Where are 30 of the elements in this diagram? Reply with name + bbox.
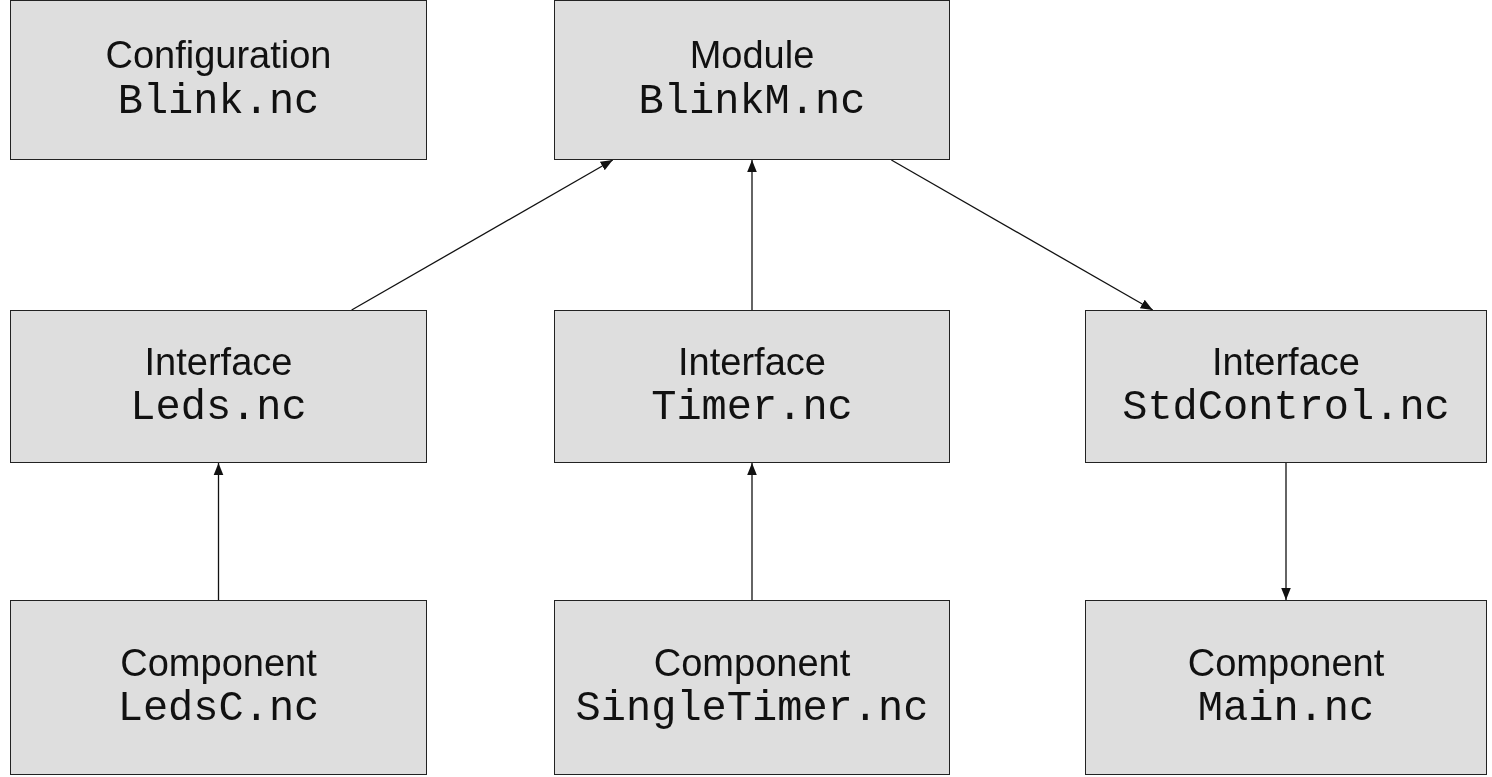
component-box	[10, 310, 427, 463]
component-type: Component	[1187, 641, 1385, 686]
file-name: LedsC.nc	[117, 685, 320, 734]
component-box	[554, 600, 950, 775]
file-name: BlinkM.nc	[638, 77, 866, 126]
component-box	[10, 600, 427, 775]
component-type: Module	[689, 34, 815, 78]
component-type: Interface	[144, 340, 293, 385]
arrow	[213, 462, 224, 601]
file-name: Timer.nc	[651, 384, 853, 433]
arrow	[747, 159, 757, 311]
arrow	[351, 159, 614, 311]
component-box	[554, 310, 950, 463]
arrow	[1281, 462, 1291, 601]
component-type: Component	[653, 641, 851, 686]
arrow	[747, 462, 757, 601]
component-box	[1085, 600, 1487, 775]
component-box	[10, 0, 427, 160]
component-type: Interface	[1212, 340, 1360, 385]
component-type: Component	[120, 641, 317, 686]
file-name: Blink.nc	[117, 77, 320, 126]
file-name: StdControl.nc	[1122, 384, 1450, 433]
file-name: SingleTimer.nc	[575, 685, 929, 734]
component-box	[554, 0, 950, 160]
component-type: Interface	[678, 340, 826, 385]
file-name: Leds.nc	[130, 384, 307, 433]
component-box	[1085, 310, 1487, 463]
component-type: Configuration	[105, 34, 332, 78]
file-name: Main.nc	[1197, 685, 1375, 734]
arrow	[890, 159, 1154, 311]
